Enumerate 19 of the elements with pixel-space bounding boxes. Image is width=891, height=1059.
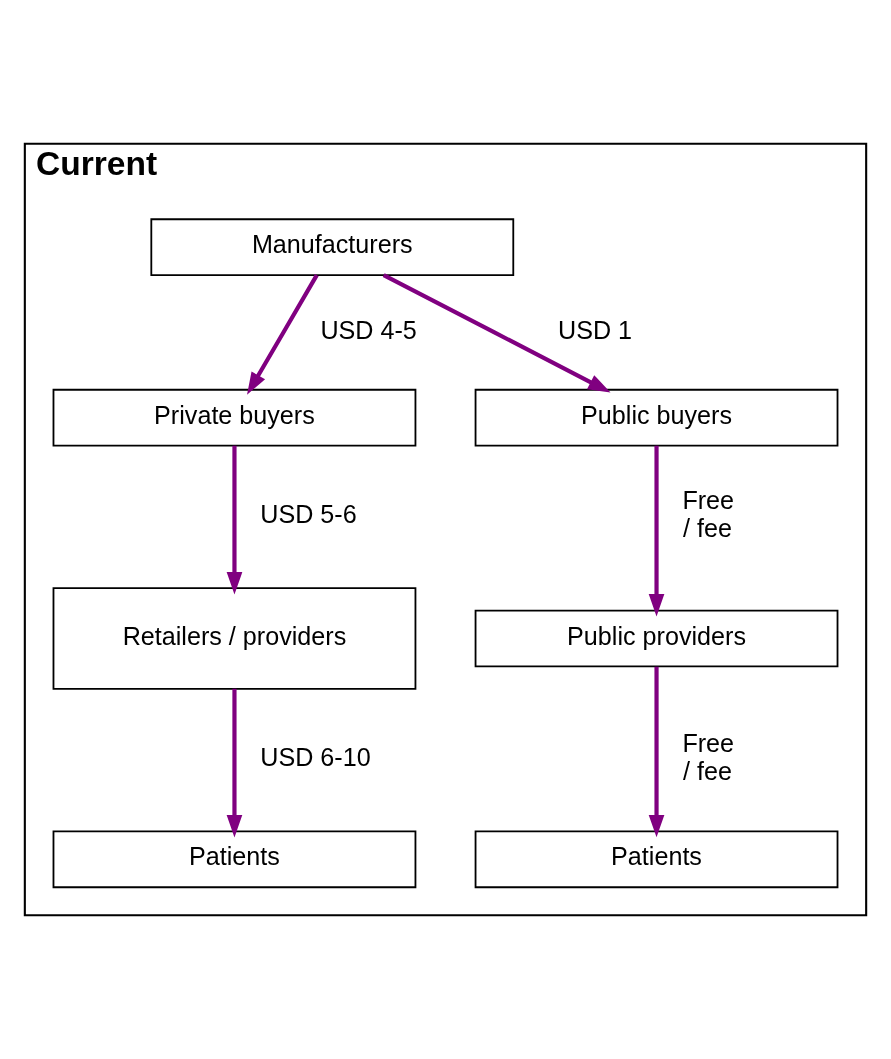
arrow (247, 274, 319, 395)
edge-label: USD 1 (558, 315, 633, 344)
edge-label: Free / fee (682, 729, 735, 786)
node-box: Public providers (474, 609, 839, 668)
edge-label: Free / fee (682, 486, 735, 543)
node-box: Patients (52, 830, 417, 889)
node-box: Manufacturers (150, 218, 515, 277)
edge-label: USD 6-10 (260, 743, 371, 772)
node-box: Patients (474, 830, 839, 889)
arrow (382, 273, 611, 393)
arrow (226, 445, 243, 595)
arrow (226, 688, 243, 838)
edge-label: USD 4-5 (320, 315, 417, 344)
arrow (648, 445, 665, 617)
node-box: Public buyers (474, 388, 839, 447)
edge-label: USD 5-6 (260, 500, 357, 529)
node-box: Private buyers (52, 388, 417, 447)
arrow (648, 666, 665, 838)
node-box: Retailers / providers (52, 587, 417, 690)
